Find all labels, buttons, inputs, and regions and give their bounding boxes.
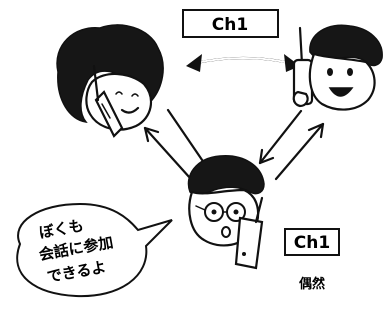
double-arrow-top — [186, 54, 300, 72]
arrow-left-up — [143, 126, 192, 180]
channel-box-side: Ch1 — [284, 228, 340, 256]
speech-bubble: ぼくも 会話に参加 できるよ — [16, 202, 173, 298]
left-character — [56, 24, 164, 138]
channel-label-top: Ch1 — [212, 15, 248, 35]
channel-box-top: Ch1 — [182, 9, 279, 38]
arrow-right-up — [274, 122, 325, 181]
arrow-right-down — [258, 109, 303, 165]
bottom-character — [187, 155, 265, 270]
caption: 偶然 — [299, 276, 325, 292]
channel-label-side: Ch1 — [294, 233, 330, 253]
right-character — [292, 24, 383, 111]
